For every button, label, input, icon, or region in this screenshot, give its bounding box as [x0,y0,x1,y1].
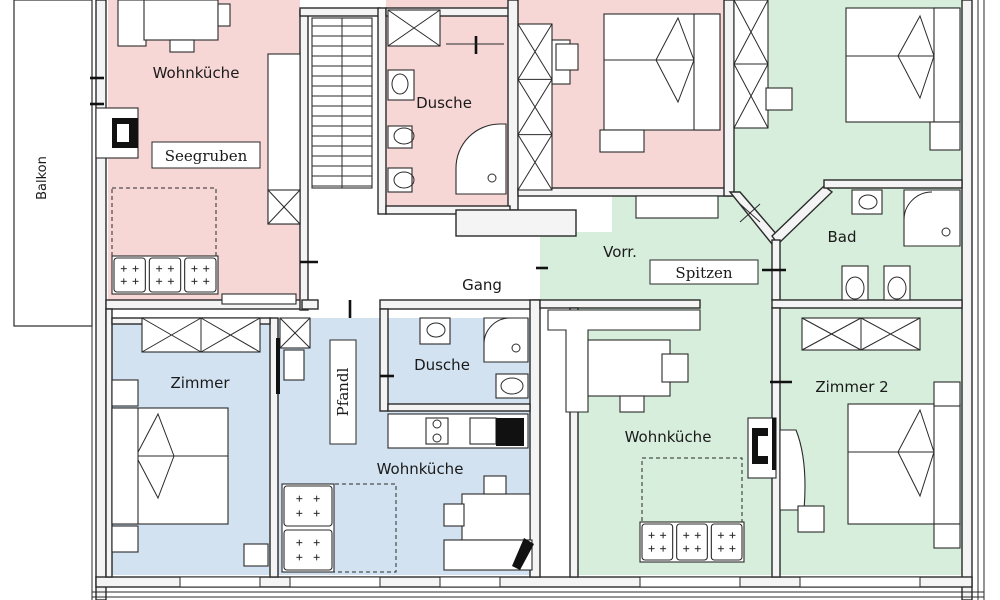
pfandl-furniture [111,317,534,573]
seegruben-area [108,0,728,300]
staircase [267,17,373,225]
spitzen-tag-box [649,259,759,285]
labels: Wohnküche Seegruben Dusche Gang Vorr. Sp… [151,64,889,478]
label-wohnkueche-top-left: Wohnküche [153,64,240,82]
label-bad: Bad [827,228,856,246]
door-markers [90,36,792,470]
label-zimmer: Zimmer [170,374,230,392]
label-zimmer-2: Zimmer 2 [815,378,888,396]
label-pfandl: Pfandl [334,367,352,416]
balkon: Balkon [13,0,93,327]
spitzen-furniture [547,0,961,563]
label-dusche-top: Dusche [416,94,472,112]
label-gang: Gang [462,276,502,294]
label-wohnkueche-bottom-mid: Wohnküche [377,460,464,478]
label-seegruben: Seegruben [165,147,248,165]
seegruben-furniture [95,0,721,305]
label-wohnkueche-bottom-right: Wohnküche [625,428,712,446]
balkon-label: Balkon [35,156,50,200]
label-dusche-bottom: Dusche [414,356,470,374]
pfandl-tag-box [329,339,357,445]
label-vorr: Vorr. [603,243,637,261]
seegruben-tag-box [151,141,261,169]
label-spitzen: Spitzen [675,264,732,282]
